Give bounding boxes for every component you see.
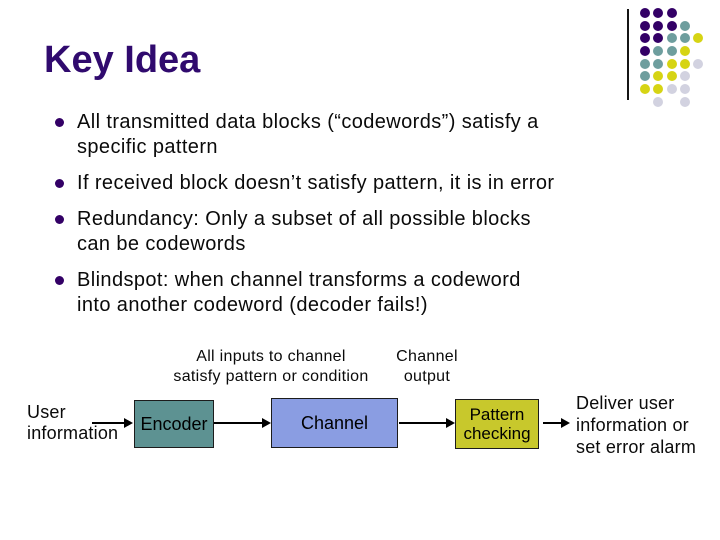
dot-pattern-decoration [640, 8, 706, 110]
decoration-dot [640, 58, 650, 69]
decoration-dot [693, 33, 704, 44]
dot-empty-cell [640, 97, 650, 107]
bullet-item: Blindspot: when channel transforms a cod… [54, 268, 684, 318]
flow-arrow [214, 418, 271, 428]
flow-arrow [543, 418, 570, 428]
channel-output-annotation: Channel output [396, 348, 458, 385]
decoration-dot [653, 8, 664, 18]
decoration-dot [666, 71, 677, 82]
channel-label: Channel [300, 412, 369, 433]
dot-empty-cell [693, 8, 703, 18]
bullet-list: All transmitted data blocks (“codewords”… [54, 110, 684, 329]
decoration-dot [640, 46, 650, 57]
bullet-icon [55, 118, 64, 127]
bullet-text: If received block doesn’t satisfy patter… [77, 172, 555, 194]
decoration-dot [640, 33, 650, 44]
bullet-icon [55, 179, 64, 188]
decoration-dot [679, 46, 690, 57]
bullet-item: If received block doesn’t satisfy patter… [54, 171, 684, 196]
decoration-dot [679, 20, 690, 31]
bullet-text: All transmitted data blocks (“codewords”… [77, 111, 539, 158]
flow-arrow [92, 418, 133, 428]
decoration-dot [666, 84, 677, 95]
dot-empty-cell [693, 97, 703, 107]
dot-empty-cell [693, 84, 703, 94]
decoration-dot [679, 71, 690, 82]
encoder-box: Encoder [134, 400, 214, 448]
decoration-dot [640, 8, 650, 18]
dot-empty-cell [693, 46, 703, 56]
decoration-dot [666, 8, 677, 18]
bullet-item: Redundancy: Only a subset of all possibl… [54, 207, 684, 257]
channel-box: Channel [271, 398, 398, 448]
channel-input-annotation: All inputs to channel satisfy pattern or… [173, 348, 369, 385]
decoration-dot [679, 33, 690, 44]
decoration-dot [653, 33, 664, 44]
bullet-text: Redundancy: Only a subset of all possibl… [77, 208, 531, 255]
decoration-dot [693, 58, 704, 69]
decoration-dot [653, 96, 664, 107]
dot-empty-cell [680, 8, 690, 18]
flow-arrow [399, 418, 455, 428]
arrowhead-icon [124, 418, 133, 428]
pattern-checking-label: Pattern checking [463, 405, 531, 443]
bullet-icon [55, 276, 64, 285]
decoration-dot [653, 71, 664, 82]
decoration-dot [666, 33, 677, 44]
decoration-dot [653, 46, 664, 57]
encoder-label: Encoder [140, 413, 208, 434]
decoration-dot [666, 58, 677, 69]
decoration-dot [666, 46, 677, 57]
decoration-dot [640, 71, 650, 82]
dot-empty-cell [667, 97, 677, 107]
bullet-text: Blindspot: when channel transforms a cod… [77, 269, 521, 316]
deliver-or-alarm-label: Deliver user information or set error al… [576, 393, 697, 457]
decoration-dot [666, 20, 677, 31]
arrowhead-icon [561, 418, 570, 428]
dot-empty-cell [693, 21, 703, 31]
bullet-icon [55, 215, 64, 224]
decoration-dot [679, 84, 690, 95]
decoration-dot [653, 58, 664, 69]
decorative-vertical-line [627, 9, 629, 100]
arrowhead-icon [446, 418, 455, 428]
decoration-dot [640, 20, 650, 31]
decoration-dot [653, 20, 664, 31]
pattern-checking-box: Pattern checking [455, 399, 539, 449]
decoration-dot [679, 58, 690, 69]
decoration-dot [679, 96, 690, 107]
slide-title: Key Idea [44, 39, 201, 81]
arrowhead-icon [262, 418, 271, 428]
decoration-dot [640, 84, 650, 95]
decoration-dot [653, 84, 664, 95]
user-information-label: User information [27, 402, 119, 443]
dot-empty-cell [693, 71, 703, 81]
bullet-item: All transmitted data blocks (“codewords”… [54, 110, 684, 160]
